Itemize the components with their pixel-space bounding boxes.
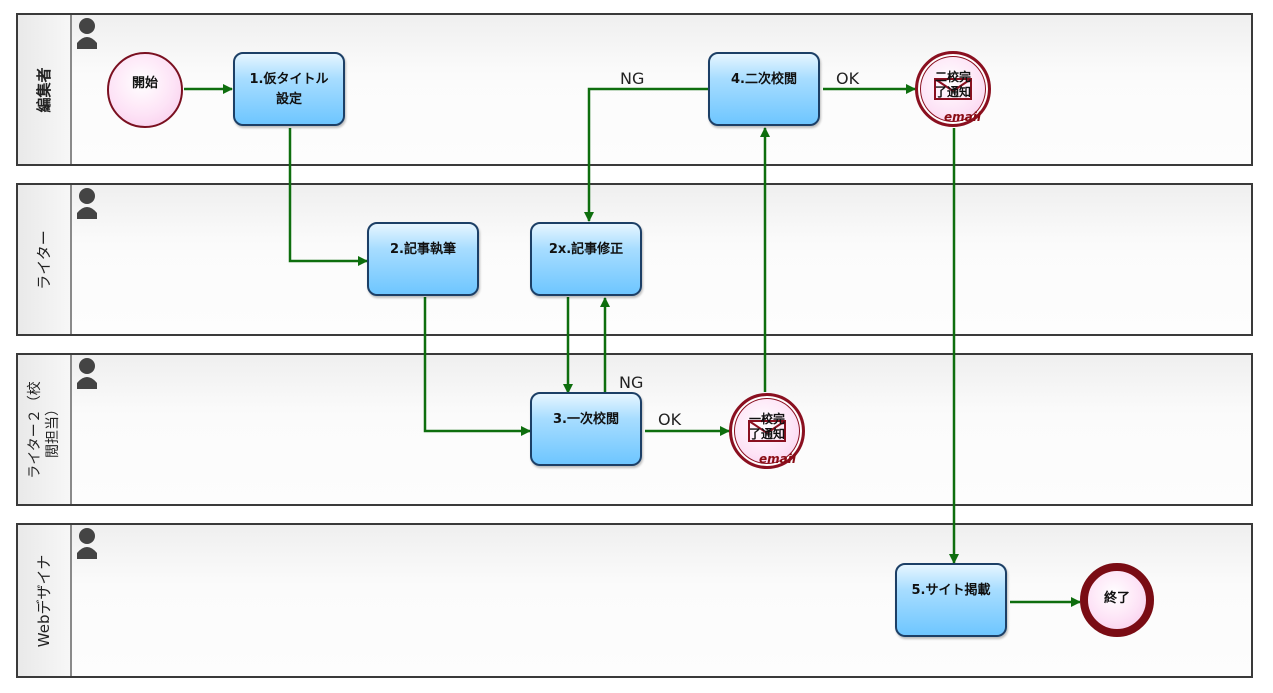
end-event-label: 終了 xyxy=(1103,591,1130,606)
person-icon xyxy=(77,528,97,559)
task-2x-revise-article[interactable]: 2x.記事修正 xyxy=(530,222,642,296)
flow-label-ok: OK xyxy=(836,69,860,88)
notify-first-review-event[interactable]: 一校完 了通知 xyxy=(729,393,805,469)
flow-t1-to-t2 xyxy=(288,128,368,266)
event-label: 二校完 了通知 xyxy=(934,70,971,99)
envelope-icon xyxy=(748,420,786,442)
email-tag: email xyxy=(759,452,796,466)
lane-header: 編集者 xyxy=(18,15,72,164)
flow-label-ng: NG xyxy=(619,373,644,392)
email-tag: email xyxy=(944,110,981,124)
lane-header: Webデザイナ xyxy=(18,525,72,676)
task-label: 5.サイト掲載 xyxy=(911,583,991,598)
flow-label-ok: OK xyxy=(658,410,682,429)
flow-t2-to-t3 xyxy=(423,297,531,436)
lane-header: ライター xyxy=(18,185,72,334)
task-4-second-review[interactable]: 4.二次校閲 xyxy=(708,52,820,126)
person-icon xyxy=(77,188,97,219)
task-label: 2x.記事修正 xyxy=(548,242,624,257)
task-3-first-review[interactable]: 3.一次校閲 xyxy=(530,392,642,466)
lane-header: ライター２（校 閲担当） xyxy=(18,355,72,504)
start-event-label: 開始 xyxy=(131,76,158,91)
task-1-provisional-title[interactable]: 1.仮タイトル 設定 xyxy=(233,52,345,126)
flow-t4-to-t2x-ng xyxy=(584,87,708,222)
person-icon xyxy=(77,358,97,389)
task-label: 2.記事執筆 xyxy=(390,242,456,257)
envelope-icon xyxy=(934,78,972,100)
task-label: 3.一次校閲 xyxy=(553,412,619,427)
notify-second-review-event[interactable]: 二校完 了通知 xyxy=(915,51,991,127)
start-event[interactable]: 開始 xyxy=(107,52,183,128)
task-5-site-publish[interactable]: 5.サイト掲載 xyxy=(895,563,1007,637)
task-label: 4.二次校閲 xyxy=(731,72,797,87)
task-2-write-article[interactable]: 2.記事執筆 xyxy=(367,222,479,296)
lane-designer: Webデザイナ xyxy=(16,523,1253,678)
flow-label-ng: NG xyxy=(620,69,645,88)
task-label: 1.仮タイトル 設定 xyxy=(249,72,329,107)
person-icon xyxy=(77,18,97,49)
event-label: 一校完 了通知 xyxy=(748,412,785,441)
end-event[interactable]: 終了 xyxy=(1080,563,1154,637)
